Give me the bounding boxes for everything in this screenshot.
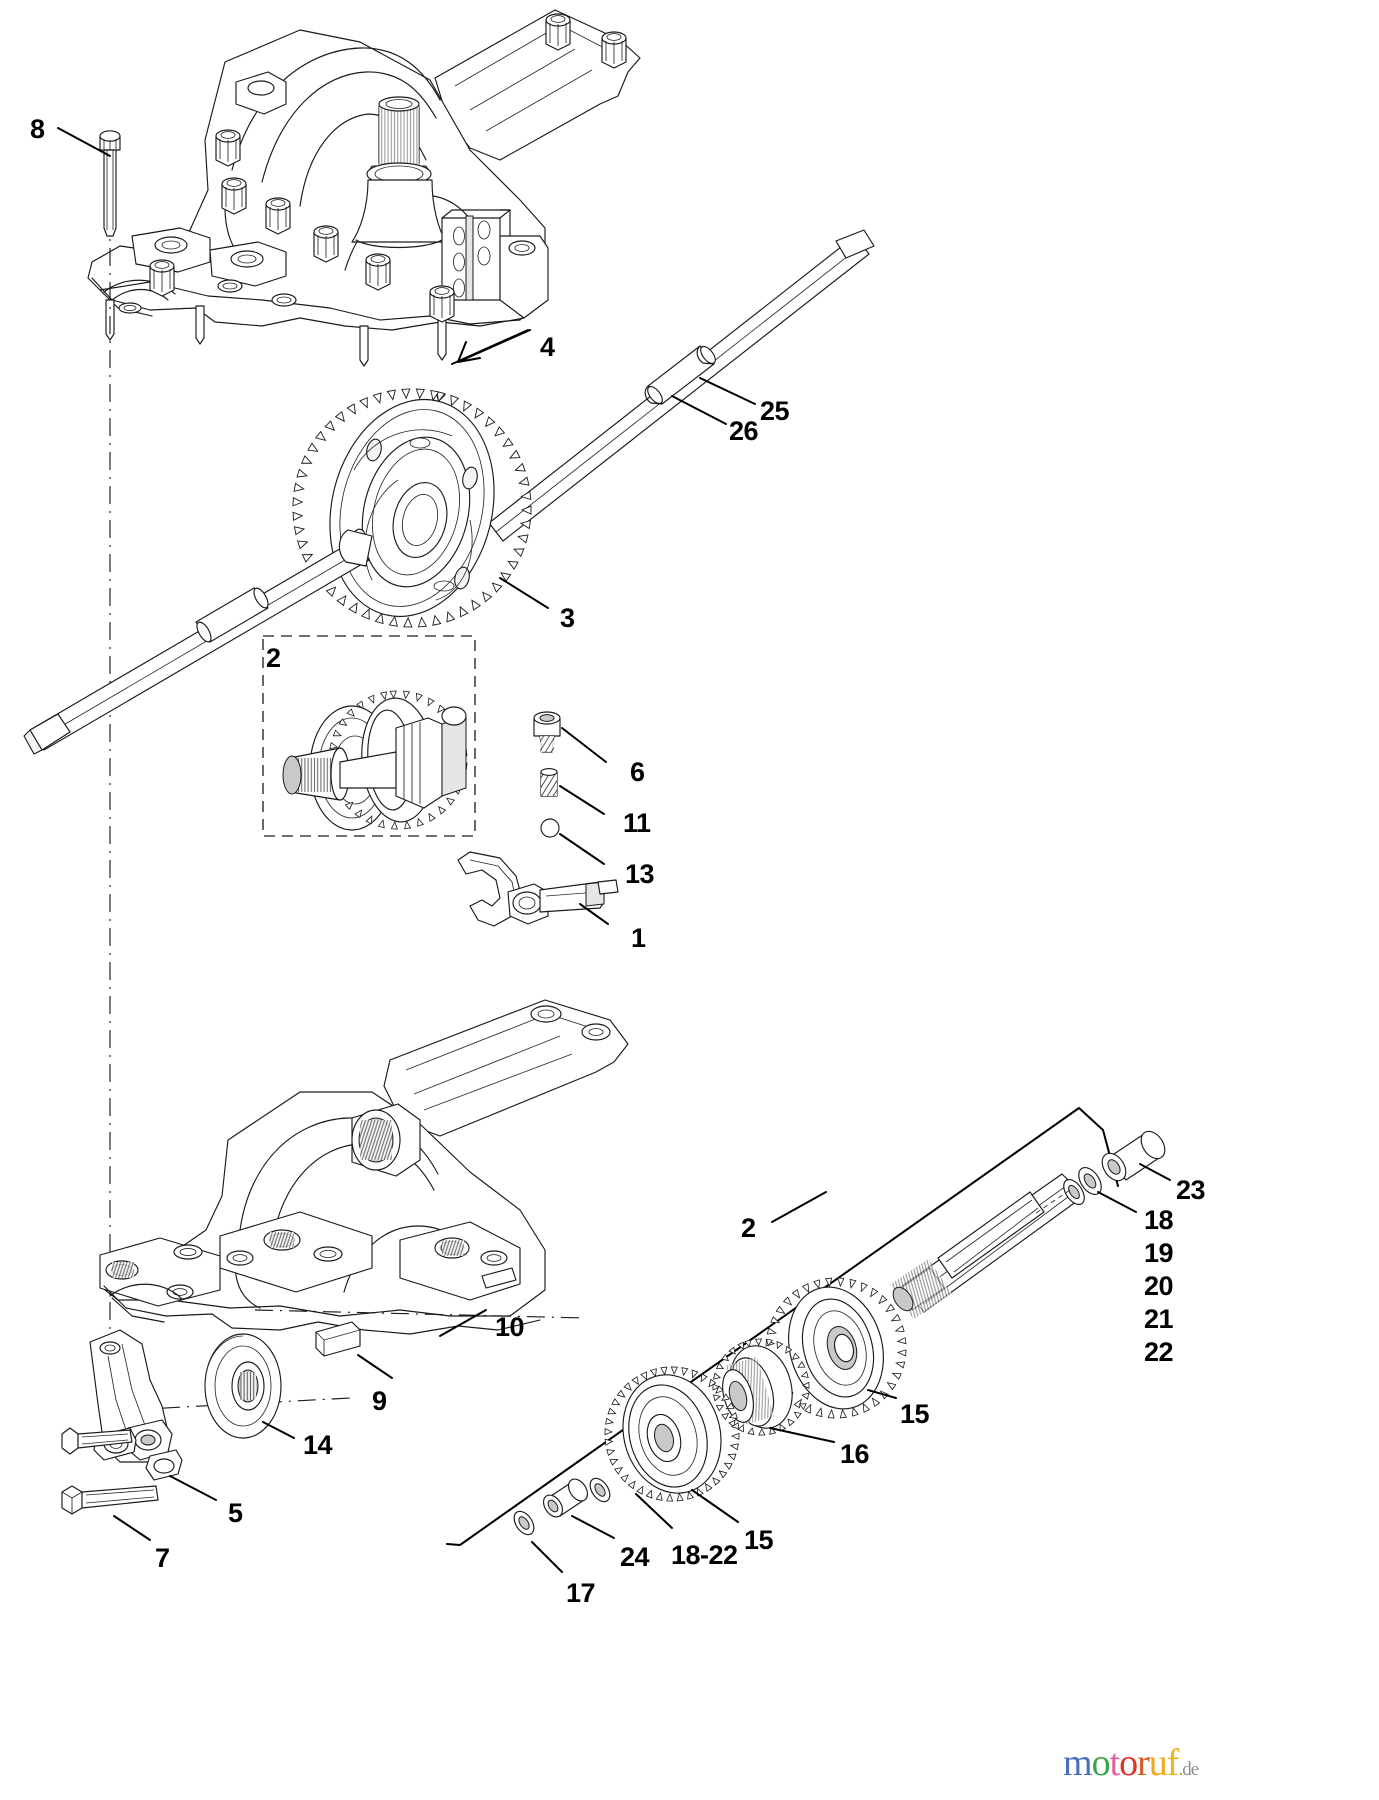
leader-18-22 xyxy=(635,1493,673,1529)
bevel-gear-item-15-upper xyxy=(765,1277,907,1419)
washer-item-17 xyxy=(513,1477,611,1536)
callout-7: 7 xyxy=(155,1543,170,1573)
brake-disc-item-14 xyxy=(204,1333,282,1439)
watermark-letter-f: f xyxy=(1166,1742,1180,1784)
callout-20: 20 xyxy=(1144,1271,1174,1301)
leader-14 xyxy=(262,1421,295,1439)
callout-4: 4 xyxy=(540,332,555,362)
callout-24: 24 xyxy=(620,1542,650,1572)
key-item-9 xyxy=(315,1321,361,1357)
watermark-suffix: .de xyxy=(1178,1759,1199,1780)
leader-10 xyxy=(439,1309,487,1337)
leader-3 xyxy=(499,577,549,609)
callout-21: 21 xyxy=(1144,1304,1174,1334)
watermark-letter-o2: o xyxy=(1119,1742,1138,1784)
assembly-centerline-lower xyxy=(254,1309,586,1319)
leader-25 xyxy=(699,377,756,405)
callout-3: 3 xyxy=(560,603,575,633)
leader-18 xyxy=(1097,1191,1137,1213)
steel-ball-item-13 xyxy=(540,818,560,838)
callout-17: 17 xyxy=(566,1578,596,1608)
bracket-item-2-lower xyxy=(446,1107,1119,1546)
callout-26: 26 xyxy=(729,416,759,446)
callout-9: 9 xyxy=(372,1386,387,1416)
callout-15-lower: 15 xyxy=(744,1525,774,1555)
leader-16 xyxy=(769,1427,835,1443)
leader-6 xyxy=(561,727,607,763)
motoruf-watermark: motoruf.de xyxy=(1063,1742,1199,1784)
axle-shaft-left xyxy=(23,529,373,755)
callout-5: 5 xyxy=(228,1498,243,1528)
differential-subassembly-item-2 xyxy=(282,690,468,831)
leader-9 xyxy=(357,1354,393,1379)
callout-18: 18 xyxy=(1144,1205,1174,1235)
leader-17 xyxy=(531,1541,563,1573)
axle-shaft-right-25-26 xyxy=(488,229,875,542)
callout-23: 23 xyxy=(1176,1175,1206,1205)
leader-1 xyxy=(579,903,609,925)
bolt-item-7 xyxy=(61,1485,159,1515)
leader-13 xyxy=(559,833,605,865)
callout-2-box: 2 xyxy=(266,643,281,673)
cluster-gear-item-16 xyxy=(712,1338,810,1436)
cover-fastener-heads xyxy=(149,13,627,323)
leader-2-lower xyxy=(771,1191,827,1223)
leader-15-lower xyxy=(691,1489,739,1523)
leader-8 xyxy=(57,127,111,157)
callout-16: 16 xyxy=(840,1439,870,1469)
brake-bracket-item-5 xyxy=(89,1329,183,1481)
callout-10: 10 xyxy=(495,1312,525,1342)
leader-23 xyxy=(1139,1163,1171,1181)
callout-25: 25 xyxy=(760,396,790,426)
callout-11: 11 xyxy=(623,808,651,838)
leader-26 xyxy=(671,395,727,425)
bushing-item-24 xyxy=(542,1478,589,1518)
callout-8: 8 xyxy=(30,114,45,144)
upper-housing-cover xyxy=(87,9,641,367)
leader-7 xyxy=(113,1515,151,1541)
callout-13: 13 xyxy=(625,859,655,889)
callout-6: 6 xyxy=(630,757,645,787)
set-screw-item-6 xyxy=(533,711,561,753)
callout-18-22: 18-22 xyxy=(671,1540,738,1570)
bolt-item-5-shaft xyxy=(61,1427,133,1455)
watermark-letter-m: m xyxy=(1063,1742,1093,1784)
watermark-letter-t: t xyxy=(1109,1742,1121,1784)
shift-fork-item-1 xyxy=(457,851,619,927)
spur-gear-item-15-lower xyxy=(604,1366,740,1502)
output-shaft-assembly xyxy=(890,1130,1166,1320)
lower-housing-item-10 xyxy=(99,999,629,1335)
watermark-letter-o1: o xyxy=(1091,1742,1111,1784)
callout-19: 19 xyxy=(1144,1238,1174,1268)
watermark-letter-r: r xyxy=(1137,1742,1150,1784)
bolt-item-8 xyxy=(99,130,121,1360)
callout-14: 14 xyxy=(303,1430,333,1460)
watermark-letter-u: u xyxy=(1148,1742,1168,1784)
callout-1: 1 xyxy=(631,923,646,953)
leader-11 xyxy=(559,785,605,815)
leader-24 xyxy=(571,1515,615,1539)
leader-5 xyxy=(169,1475,217,1501)
callout-22: 22 xyxy=(1144,1337,1174,1367)
callout-15-upper: 15 xyxy=(900,1399,930,1429)
leader-15-upper xyxy=(867,1389,897,1399)
callout-2-lower: 2 xyxy=(741,1213,756,1243)
spring-pin-item-11 xyxy=(540,768,558,797)
item-2-detail-box xyxy=(262,635,476,837)
